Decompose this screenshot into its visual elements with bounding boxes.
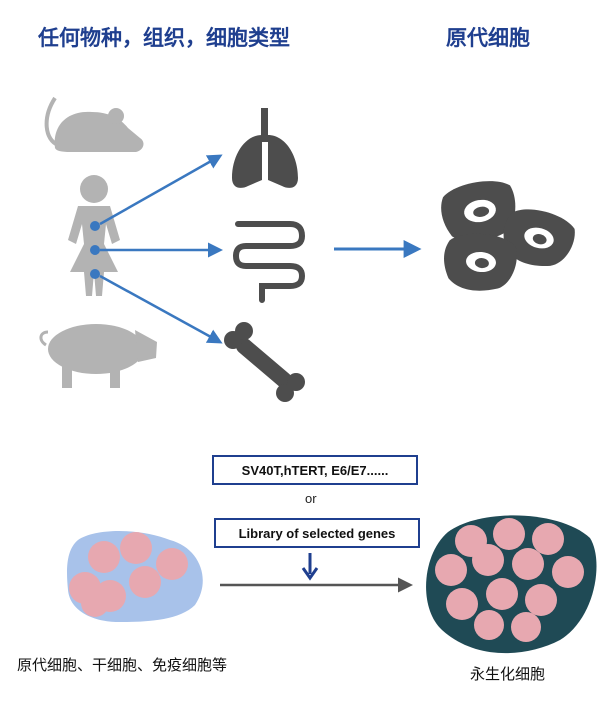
primary-cell-cluster	[67, 531, 203, 622]
left-caption: 原代细胞、干细胞、免疫细胞等	[17, 656, 228, 674]
source-dot-3	[90, 269, 100, 279]
gene-library-box: Library of selected genes	[214, 518, 420, 548]
immortalization-genes-box: SV40T,hTERT, E6/E7......	[212, 455, 418, 485]
intestine-icon	[232, 221, 306, 303]
right-caption: 永生化细胞	[470, 665, 546, 683]
source-dot-2	[90, 245, 100, 255]
source-dot-1	[90, 221, 100, 231]
lung-icon	[232, 108, 298, 188]
arrow-to-lung	[99, 154, 223, 226]
arrow-to-bone	[99, 274, 223, 344]
pig-icon	[39, 324, 157, 388]
mouse-icon	[44, 96, 144, 152]
bone-icon	[224, 322, 305, 402]
primary-cell-icon	[441, 181, 575, 291]
right-title: 原代细胞	[446, 26, 530, 50]
down-arrow-head	[301, 567, 319, 581]
immortalized-cell-cluster	[426, 515, 597, 654]
or-label: or	[305, 491, 317, 506]
left-title: 任何物种，组织，细胞类型	[38, 26, 290, 50]
